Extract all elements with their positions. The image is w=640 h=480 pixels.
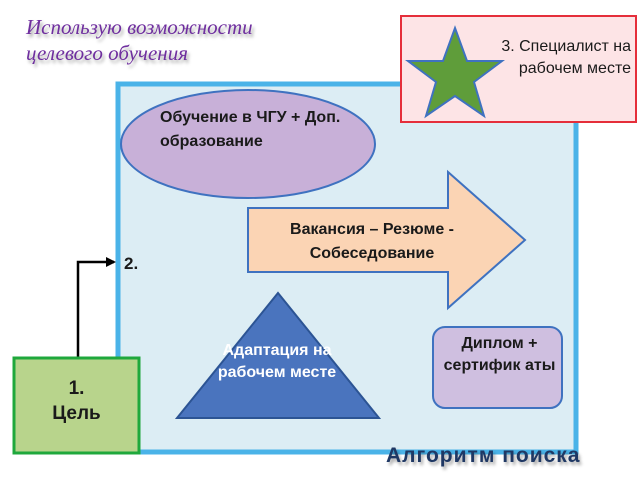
adaptation-triangle (174, 291, 382, 419)
goal-box (12, 356, 141, 455)
vacancy-arrow (247, 169, 527, 311)
specialist-label: 3. Специалист на рабочем месте (501, 38, 631, 77)
step2-label: 2. (124, 254, 139, 273)
page-title-line2: целевого обучения (26, 41, 188, 65)
page-title-line1: Использую возможности (26, 15, 253, 39)
education-ellipse (120, 89, 376, 199)
goal-label: 1. Цель (14, 376, 139, 426)
goal-connector-arrow (76, 257, 116, 358)
star-icon (405, 25, 505, 119)
diploma-box (432, 326, 563, 409)
footer-caption: Алгоритм поиска (386, 444, 581, 467)
goal-word: Цель (52, 403, 101, 424)
adaptation-label: Адаптация на рабочем месте (217, 342, 337, 381)
page-title: Использую возможности целевого обучения (26, 14, 366, 66)
diploma-label: Диплом + сертифик аты (443, 335, 556, 374)
goal-number: 1. (68, 378, 85, 399)
education-label: Обучение в ЧГУ + Доп. образование (160, 109, 341, 150)
vacancy-label: Вакансия – Резюме - Собеседование (290, 221, 454, 262)
